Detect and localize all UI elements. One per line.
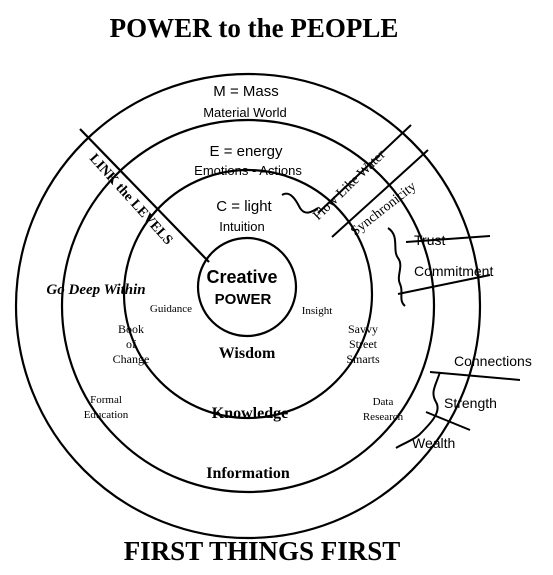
- commitment-label: Commitment: [414, 263, 493, 279]
- link-levels-line: [79, 128, 210, 263]
- title: POWER to the PEOPLE: [110, 13, 399, 43]
- concentric-rings: [14, 72, 482, 540]
- synchronicity-label: Synchronicity: [348, 179, 419, 239]
- third-ring: [122, 168, 374, 420]
- connections-label: Connections: [454, 353, 532, 369]
- formal-label-2: Education: [84, 409, 129, 421]
- energy-label: E = energy: [210, 143, 283, 160]
- outer-ring: [14, 72, 482, 540]
- savvy-label-3: Smarts: [346, 352, 380, 366]
- flow-wave-line: [281, 192, 441, 449]
- information-label: Information: [206, 465, 290, 482]
- right-dividers: [317, 124, 521, 431]
- savvy-label-1: Savvy: [348, 322, 378, 336]
- wealth-label: Wealth: [412, 435, 455, 451]
- core-ring: [196, 236, 298, 338]
- data-label-1: Data: [373, 396, 394, 408]
- go-deep-label: Go Deep Within: [46, 282, 145, 298]
- wisdom-label: Wisdom: [219, 345, 276, 362]
- mass-label: M = Mass: [213, 83, 278, 100]
- link-levels-label: LINK the LEVELS: [86, 151, 175, 248]
- formal-label-1: Formal: [90, 394, 122, 406]
- knowledge-label: Knowledge: [212, 405, 288, 422]
- book-label-3: Change: [113, 352, 150, 366]
- savvy-label-2: Street: [349, 337, 378, 351]
- creative-label: Creative: [206, 267, 277, 287]
- book-label-2: of: [126, 337, 136, 351]
- intuition-label: Intuition: [219, 219, 265, 234]
- power-label: POWER: [215, 291, 272, 308]
- second-ring: [60, 118, 436, 494]
- book-label-1: Book: [118, 322, 144, 336]
- insight-label: Insight: [302, 305, 333, 317]
- material-world-label: Material World: [203, 105, 287, 120]
- emotions-actions-label: Emotions - Actions: [194, 163, 302, 178]
- trust-label: Trust: [414, 232, 445, 248]
- light-label: C = light: [216, 198, 272, 215]
- guidance-label: Guidance: [150, 303, 192, 315]
- data-label-2: Research: [363, 411, 404, 423]
- footer: FIRST THINGS FIRST: [124, 536, 401, 566]
- strength-label: Strength: [444, 395, 497, 411]
